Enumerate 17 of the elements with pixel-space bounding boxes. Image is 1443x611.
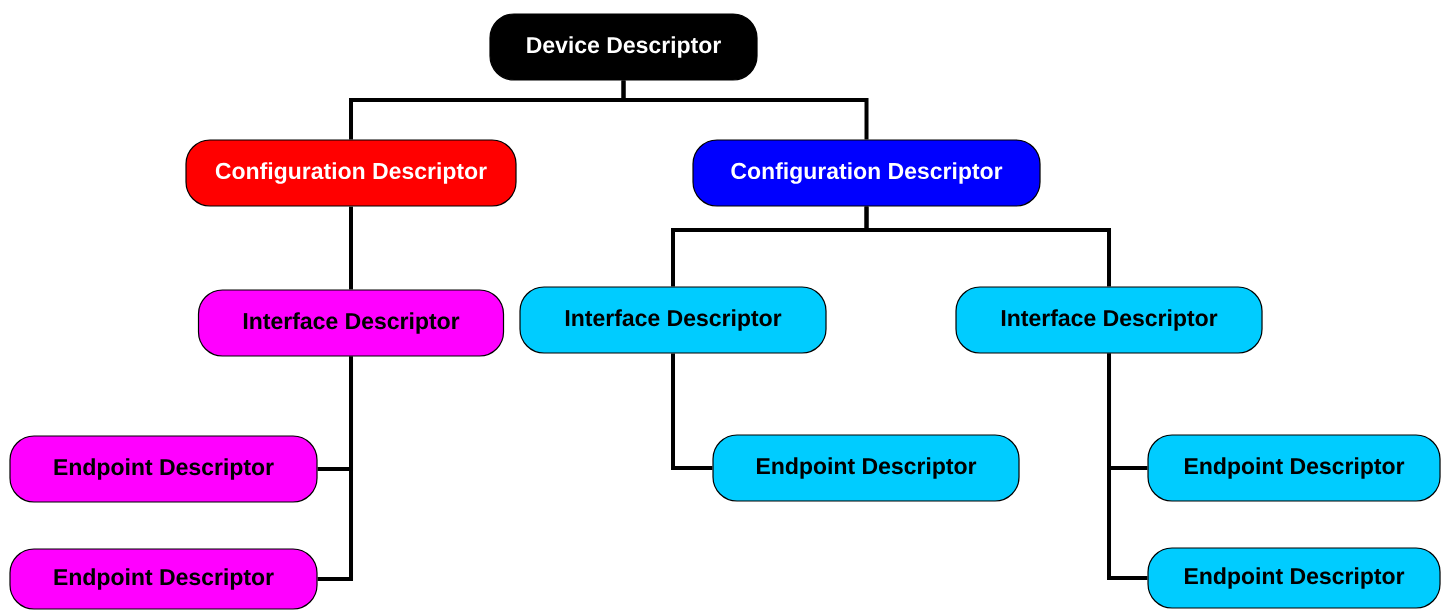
descriptor-box: Endpoint Descriptor	[1147, 547, 1441, 609]
descriptor-box: Interface Descriptor	[197, 289, 505, 357]
descriptor-box: Endpoint Descriptor	[9, 548, 318, 610]
connector-line	[349, 206, 353, 290]
descriptor-box: Configuration Descriptor	[185, 139, 517, 207]
descriptor-box: Interface Descriptor	[519, 286, 827, 354]
descriptor-box: Endpoint Descriptor	[1147, 434, 1441, 502]
descriptor-box: Endpoint Descriptor	[9, 435, 318, 503]
descriptor-box: Device Descriptor	[489, 13, 758, 81]
connector-line	[621, 80, 869, 140]
connector-line	[671, 353, 713, 470]
descriptor-box: Endpoint Descriptor	[712, 434, 1020, 502]
connector-line	[864, 206, 1111, 287]
connector-line	[1107, 353, 1148, 580]
descriptor-box: Interface Descriptor	[955, 286, 1263, 354]
descriptor-box: Configuration Descriptor	[692, 139, 1041, 207]
connector-line	[317, 356, 353, 581]
